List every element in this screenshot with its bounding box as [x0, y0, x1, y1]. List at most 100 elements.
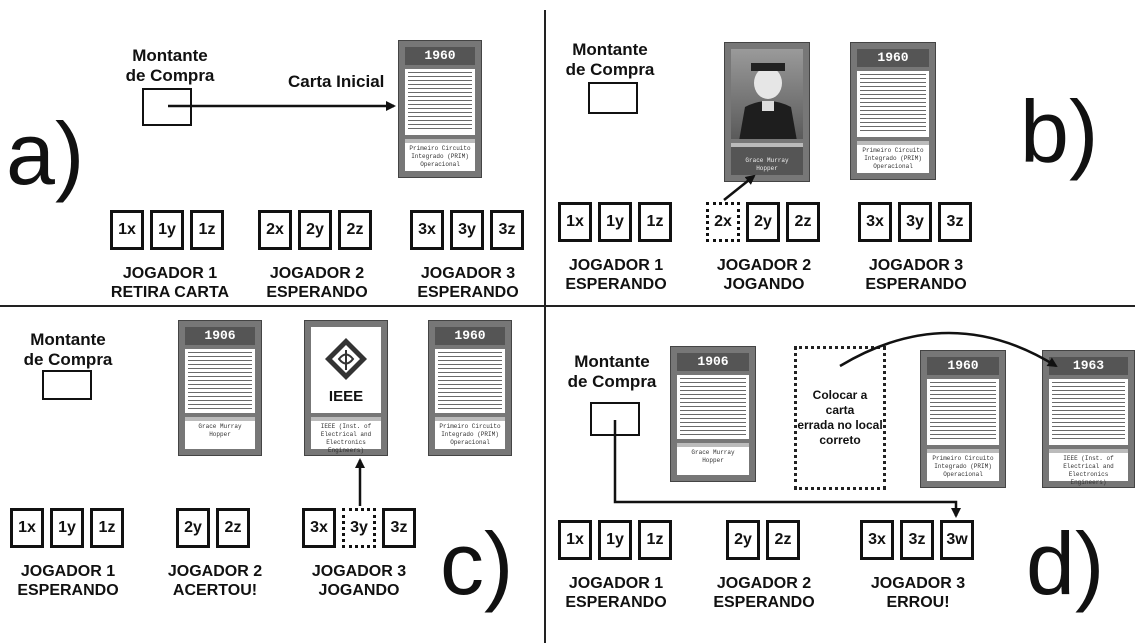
card-year: 1906 [185, 327, 255, 345]
game-card: 1906 Grace Murray Hopper [178, 320, 262, 456]
game-card: 1906 Grace Murray Hopper [670, 346, 756, 482]
card-text [927, 379, 999, 445]
pile-label: Montante de Compra [125, 46, 215, 85]
player-3-status: JOGADOR 3 ESPERANDO [865, 257, 967, 293]
hand-card[interactable]: 3w [940, 520, 974, 560]
logo-text: IEEE [328, 387, 364, 405]
pile-label: Montante de Compra [567, 352, 657, 391]
game-card: 1960 Primeiro Circuito Integrado (PRIM) … [428, 320, 512, 456]
arrow-card-play [723, 174, 756, 201]
card-footer-text: Primeiro Circuito Integrado (PRIM) Opera… [932, 455, 994, 478]
card-footer: IEEE (Inst. of Electrical and Electronic… [311, 417, 381, 454]
player-1-status: JOGADOR 1 ESPERANDO [17, 563, 119, 599]
card-footer-text: Grace Murray Hopper [745, 157, 789, 172]
card-year: 1960 [927, 357, 999, 375]
player-2-status: JOGADOR 2 JOGANDO [716, 257, 812, 293]
game-card: 1960 Primeiro Circuito Integrado (PRIM) … [398, 40, 482, 178]
player-2-status: JOGADOR 2 ESPERANDO [266, 265, 368, 301]
card-footer-text: Grace Murray Hopper [691, 449, 735, 464]
hand-card[interactable]: 2z [216, 508, 250, 548]
draw-pile[interactable] [42, 370, 92, 400]
card-footer: IEEE (Inst. of Electrical and Electronic… [1049, 449, 1128, 486]
hand-card[interactable]: 3z [382, 508, 416, 548]
hand-card-played[interactable]: 2x [706, 202, 740, 242]
card-footer-text: Primeiro Circuito Integrado (PRIM) Opera… [439, 423, 501, 446]
player-1-status: JOGADOR 1 ESPERANDO [565, 575, 667, 611]
panel-letter: d) [1026, 514, 1105, 613]
portrait-image [731, 49, 803, 139]
card-footer: Primeiro Circuito Integrado (PRIM) Opera… [405, 139, 475, 171]
hand-card[interactable]: 3z [900, 520, 934, 560]
hand-card[interactable]: 2y [746, 202, 780, 242]
card-footer-text: Primeiro Circuito Integrado (PRIM) Opera… [409, 145, 471, 168]
ieee-logo-icon [325, 337, 367, 380]
game-card: 1963 IEEE (Inst. of Electrical and Elect… [1042, 350, 1135, 488]
draw-pile[interactable] [588, 82, 638, 114]
panel-letter: b) [1020, 82, 1099, 181]
card-text [435, 349, 505, 413]
hand-card[interactable]: 1z [90, 508, 124, 548]
player-3-status: JOGADOR 3 ESPERANDO [417, 265, 519, 301]
logo-area: IEEE [311, 327, 381, 413]
hand-card[interactable]: 1y [50, 508, 84, 548]
card-footer: Grace Murray Hopper [731, 143, 803, 175]
game-card: 1960 Primeiro Circuito Integrado (PRIM) … [850, 42, 936, 180]
card-text [405, 69, 475, 135]
player-1-status: JOGADOR 1 ESPERANDO [565, 257, 667, 293]
card-text [1049, 379, 1128, 445]
hand-card[interactable]: 3x [410, 210, 444, 250]
hand-card[interactable]: 2x [258, 210, 292, 250]
panel-letter: c) [440, 514, 514, 613]
hand-card[interactable]: 2y [176, 508, 210, 548]
hand-card[interactable]: 1x [110, 210, 144, 250]
hand-card[interactable]: 2z [766, 520, 800, 560]
card-text [857, 71, 929, 137]
hand-card[interactable]: 1z [190, 210, 224, 250]
game-card-photo: Grace Murray Hopper [724, 42, 810, 182]
hand-card[interactable]: 1y [598, 520, 632, 560]
player-2-status: JOGADOR 2 ACERTOU! [167, 563, 263, 599]
hand-card[interactable]: 3y [450, 210, 484, 250]
hand-card[interactable]: 1x [558, 520, 592, 560]
card-footer-text: IEEE (Inst. of Electrical and Electronic… [320, 423, 372, 454]
card-footer: Primeiro Circuito Integrado (PRIM) Opera… [435, 417, 505, 449]
hand-card[interactable]: 2y [298, 210, 332, 250]
arrow-pile-to-hand [613, 420, 961, 518]
hand-card[interactable]: 2y [726, 520, 760, 560]
card-year: 1960 [435, 327, 505, 345]
card-footer: Primeiro Circuito Integrado (PRIM) Opera… [927, 449, 999, 481]
card-year: 1960 [405, 47, 475, 65]
arrow-curve-to-card [839, 331, 1058, 368]
card-footer: Primeiro Circuito Integrado (PRIM) Opera… [857, 141, 929, 173]
target-slot[interactable]: Colocar a carta errada no local correto [794, 346, 886, 490]
hand-card[interactable]: 1z [638, 202, 672, 242]
game-card: 1960 Primeiro Circuito Integrado (PRIM) … [920, 350, 1006, 488]
hand-card[interactable]: 1y [598, 202, 632, 242]
hand-card[interactable]: 3z [490, 210, 524, 250]
vertical-divider [544, 10, 546, 643]
card-year: 1960 [857, 49, 929, 67]
hand-card[interactable]: 3x [858, 202, 892, 242]
portrait-icon [739, 63, 797, 139]
hand-card[interactable]: 3y [898, 202, 932, 242]
hand-card[interactable]: 1x [10, 508, 44, 548]
hand-card[interactable]: 3x [860, 520, 894, 560]
hand-card[interactable]: 1y [150, 210, 184, 250]
card-footer: Grace Murray Hopper [185, 417, 255, 449]
hand-card[interactable]: 3x [302, 508, 336, 548]
card-year: 1906 [677, 353, 749, 371]
hand-card[interactable]: 1z [638, 520, 672, 560]
initial-card-label: Carta Inicial [288, 72, 385, 91]
pile-label: Montante de Compra [565, 40, 655, 79]
hand-card[interactable]: 2z [786, 202, 820, 242]
card-year: 1963 [1049, 357, 1128, 375]
card-footer-text: Primeiro Circuito Integrado (PRIM) Opera… [862, 147, 924, 170]
hand-card[interactable]: 3z [938, 202, 972, 242]
hand-card-played[interactable]: 3y [342, 508, 376, 548]
hand-card[interactable]: 1x [558, 202, 592, 242]
player-3-status: JOGADOR 3 ERROU! [870, 575, 966, 611]
hand-card[interactable]: 2z [338, 210, 372, 250]
player-3-status: JOGADOR 3 JOGANDO [311, 563, 407, 599]
card-text [677, 375, 749, 439]
